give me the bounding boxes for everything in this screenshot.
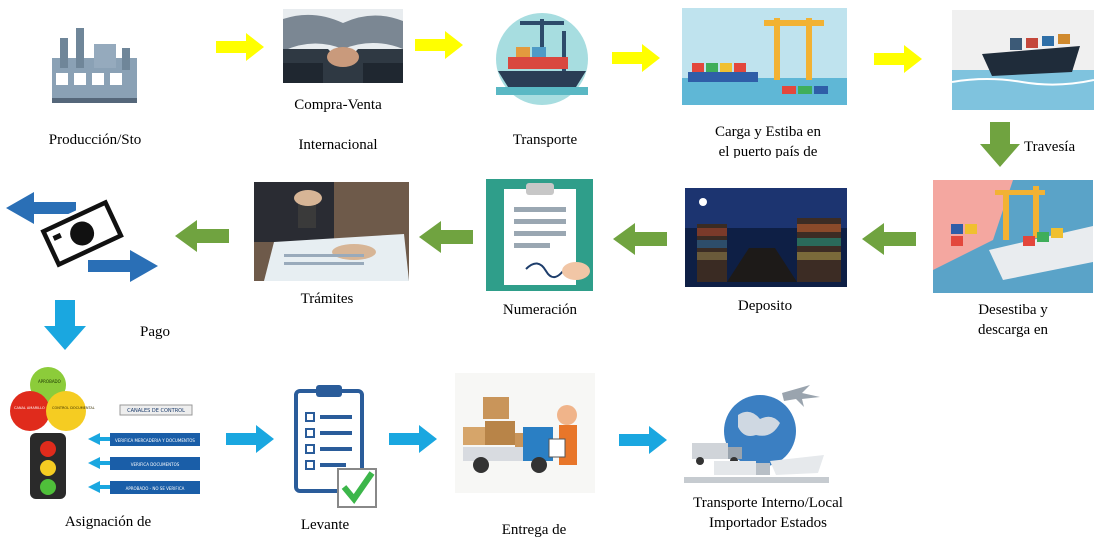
money-transfer-icon: [6, 190, 158, 286]
arrow-left-3: [419, 221, 473, 253]
arrow-right-7: [619, 426, 667, 454]
arrow-left-2: [613, 223, 667, 255]
step-label-desestiba: Desestiba y descarga en: [977, 302, 1049, 337]
arrow-right-5: [226, 425, 274, 453]
step-label-carga-estiba: Carga y Estiba en el puerto país de: [715, 124, 821, 158]
handshake-image: [283, 9, 403, 83]
container-terminal-icon: [682, 8, 847, 105]
factory-icon: [42, 18, 147, 106]
arrow-right-4: [874, 45, 922, 73]
cargo-ship-sea-icon: [952, 10, 1094, 110]
delivery-image: [455, 373, 595, 493]
channels-header-text: CANALES DE CONTROL: [127, 408, 185, 414]
money-transfer-image: [6, 190, 158, 286]
step-label-transporte-interno: Transporte Interno/Local Importador Esta…: [693, 495, 843, 531]
channel-row-3-text: APROBADO - NO SE VERIFICA: [126, 486, 185, 491]
step-label-compra-venta: Compra-Venta Internacional: [294, 97, 382, 149]
step-label-pago: Pago: [140, 324, 170, 340]
container-yard-image: [685, 188, 847, 287]
step-label-travesia: Travesía: [1024, 139, 1076, 155]
handshake-icon: [283, 9, 403, 83]
port-crane-image: [490, 9, 595, 109]
channel-row-1-text: VERIFICA MERCADERIA Y DOCUMENTOS: [115, 438, 195, 443]
step-label-entrega: Entrega de: [501, 522, 567, 538]
delivery-truck-icon: [455, 373, 595, 493]
clipboard-document-icon: [486, 179, 593, 291]
traffic-light-channels-image: APROBADO CANAL AMARILLO CONTROL DOCUMENT…: [4, 367, 204, 503]
arrow-down-1: [980, 122, 1020, 167]
unloading-port-icon: [933, 180, 1093, 293]
circle-control-text: CONTROL DOCUMENTAL: [52, 406, 95, 410]
arrow-left-1: [862, 223, 916, 255]
checklist-icon: [292, 383, 380, 509]
circle-aprobado-text: APROBADO: [38, 379, 61, 384]
cargo-ship-image: [952, 10, 1094, 110]
globe-transport-icon: [684, 379, 829, 486]
step-label-deposito: Deposito: [737, 298, 793, 313]
signing-image: [254, 182, 409, 281]
step-label-levante: Levante: [300, 517, 350, 533]
globe-transport-image: [684, 379, 829, 486]
arrow-right-1: [216, 33, 264, 61]
traffic-light-channels-icon: APROBADO CANAL AMARILLO CONTROL DOCUMENT…: [4, 367, 204, 503]
unloading-port-image: [933, 180, 1093, 293]
arrow-right-6: [389, 425, 437, 453]
step-label-asignacion: Asignación de: [64, 514, 152, 530]
step-label-produccion: Producción/Sto: [48, 132, 142, 148]
circle-canal-text: CANAL AMARILLO: [14, 406, 45, 410]
container-yard-night-icon: [685, 188, 847, 287]
signing-stamp-icon: [254, 182, 409, 281]
channel-row-2-text: VERIFICA DOCUMENTOS: [131, 462, 180, 467]
step-label-tramites: Trámites: [300, 291, 354, 305]
container-terminal-image: [682, 8, 847, 105]
step-label-transporte: Transporte: [512, 132, 578, 148]
arrow-left-4: [175, 220, 229, 252]
port-crane-ship-icon: [490, 9, 595, 109]
arrow-right-3: [612, 44, 660, 72]
arrow-down-2: [44, 300, 86, 350]
checklist-image: [292, 383, 380, 509]
arrow-right-2: [415, 31, 463, 59]
factory-image: [42, 18, 147, 106]
clipboard-image: [486, 179, 593, 291]
step-label-numeracion: Numeración: [502, 302, 578, 318]
